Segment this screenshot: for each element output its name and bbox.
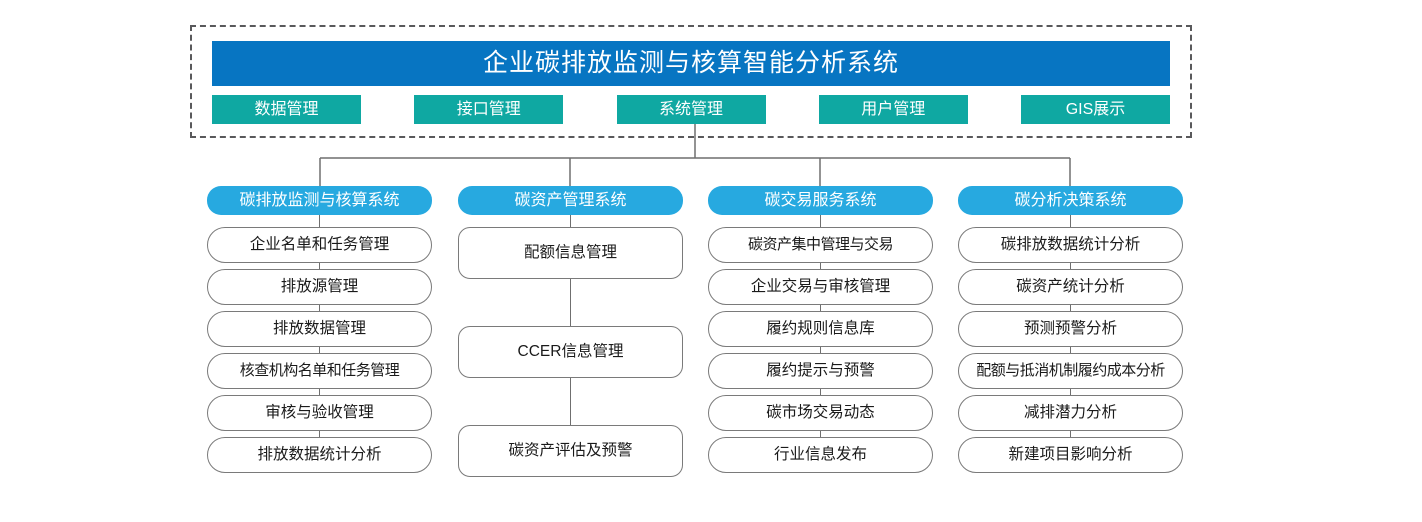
subsystem-header-carbon-asset[interactable]: 碳资产管理系统	[458, 186, 683, 215]
tab-gis-display[interactable]: GIS展示	[1021, 95, 1170, 124]
list-item[interactable]: 配额与抵消机制履约成本分析	[958, 353, 1183, 389]
list-item[interactable]: 核查机构名单和任务管理	[207, 353, 432, 389]
list-item[interactable]: 碳市场交易动态	[708, 395, 933, 431]
tab-user-management[interactable]: 用户管理	[818, 95, 968, 124]
list-item[interactable]: CCER信息管理	[458, 326, 683, 378]
list-item[interactable]: 配额信息管理	[458, 227, 683, 279]
subsystem-header-carbon-analysis[interactable]: 碳分析决策系统	[958, 186, 1183, 215]
list-item[interactable]: 履约提示与预警	[708, 353, 933, 389]
list-item[interactable]: 行业信息发布	[708, 437, 933, 473]
subsystem-item-list: 碳资产集中管理与交易 企业交易与审核管理 履约规则信息库 履约提示与预警 碳市场…	[708, 215, 933, 473]
subsystem-columns: 碳排放监测与核算系统 企业名单和任务管理 排放源管理 排放数据管理 核查机构名单…	[207, 186, 1183, 486]
list-item[interactable]: 碳资产统计分析	[958, 269, 1183, 305]
list-item[interactable]: 排放数据管理	[207, 311, 432, 347]
tab-system-management[interactable]: 系统管理	[616, 95, 766, 124]
list-item[interactable]: 审核与验收管理	[207, 395, 432, 431]
list-item[interactable]: 排放数据统计分析	[207, 437, 432, 473]
subsystem-item-list: 碳排放数据统计分析 碳资产统计分析 预测预警分析 配额与抵消机制履约成本分析 减…	[958, 215, 1183, 473]
list-item[interactable]: 减排潜力分析	[958, 395, 1183, 431]
list-item[interactable]: 企业交易与审核管理	[708, 269, 933, 305]
subsystem-column-carbon-asset: 碳资产管理系统 配额信息管理 CCER信息管理 碳资产评估及预警	[458, 186, 683, 477]
platform-frame	[190, 25, 1192, 138]
subsystem-header-emission-monitoring[interactable]: 碳排放监测与核算系统	[207, 186, 432, 215]
subsystem-item-list: 配额信息管理 CCER信息管理 碳资产评估及预警	[458, 215, 683, 477]
subsystem-column-carbon-analysis: 碳分析决策系统 碳排放数据统计分析 碳资产统计分析 预测预警分析 配额与抵消机制…	[958, 186, 1183, 473]
list-item[interactable]: 企业名单和任务管理	[207, 227, 432, 263]
list-item[interactable]: 碳资产集中管理与交易	[708, 227, 933, 263]
tab-data-management[interactable]: 数据管理	[212, 95, 361, 124]
subsystem-column-carbon-trading: 碳交易服务系统 碳资产集中管理与交易 企业交易与审核管理 履约规则信息库 履约提…	[708, 186, 933, 473]
list-item[interactable]: 排放源管理	[207, 269, 432, 305]
subsystem-item-list: 企业名单和任务管理 排放源管理 排放数据管理 核查机构名单和任务管理 审核与验收…	[207, 215, 432, 473]
subsystem-header-carbon-trading[interactable]: 碳交易服务系统	[708, 186, 933, 215]
page-title: 企业碳排放监测与核算智能分析系统	[212, 41, 1170, 86]
tab-interface-management[interactable]: 接口管理	[414, 95, 564, 124]
list-item[interactable]: 履约规则信息库	[708, 311, 933, 347]
list-item[interactable]: 碳排放数据统计分析	[958, 227, 1183, 263]
list-item[interactable]: 碳资产评估及预警	[458, 425, 683, 477]
subsystem-column-emission-monitoring: 碳排放监测与核算系统 企业名单和任务管理 排放源管理 排放数据管理 核查机构名单…	[207, 186, 432, 473]
list-item[interactable]: 预测预警分析	[958, 311, 1183, 347]
platform-tab-row: 数据管理 接口管理 系统管理 用户管理 GIS展示	[212, 95, 1170, 124]
list-item[interactable]: 新建项目影响分析	[958, 437, 1183, 473]
